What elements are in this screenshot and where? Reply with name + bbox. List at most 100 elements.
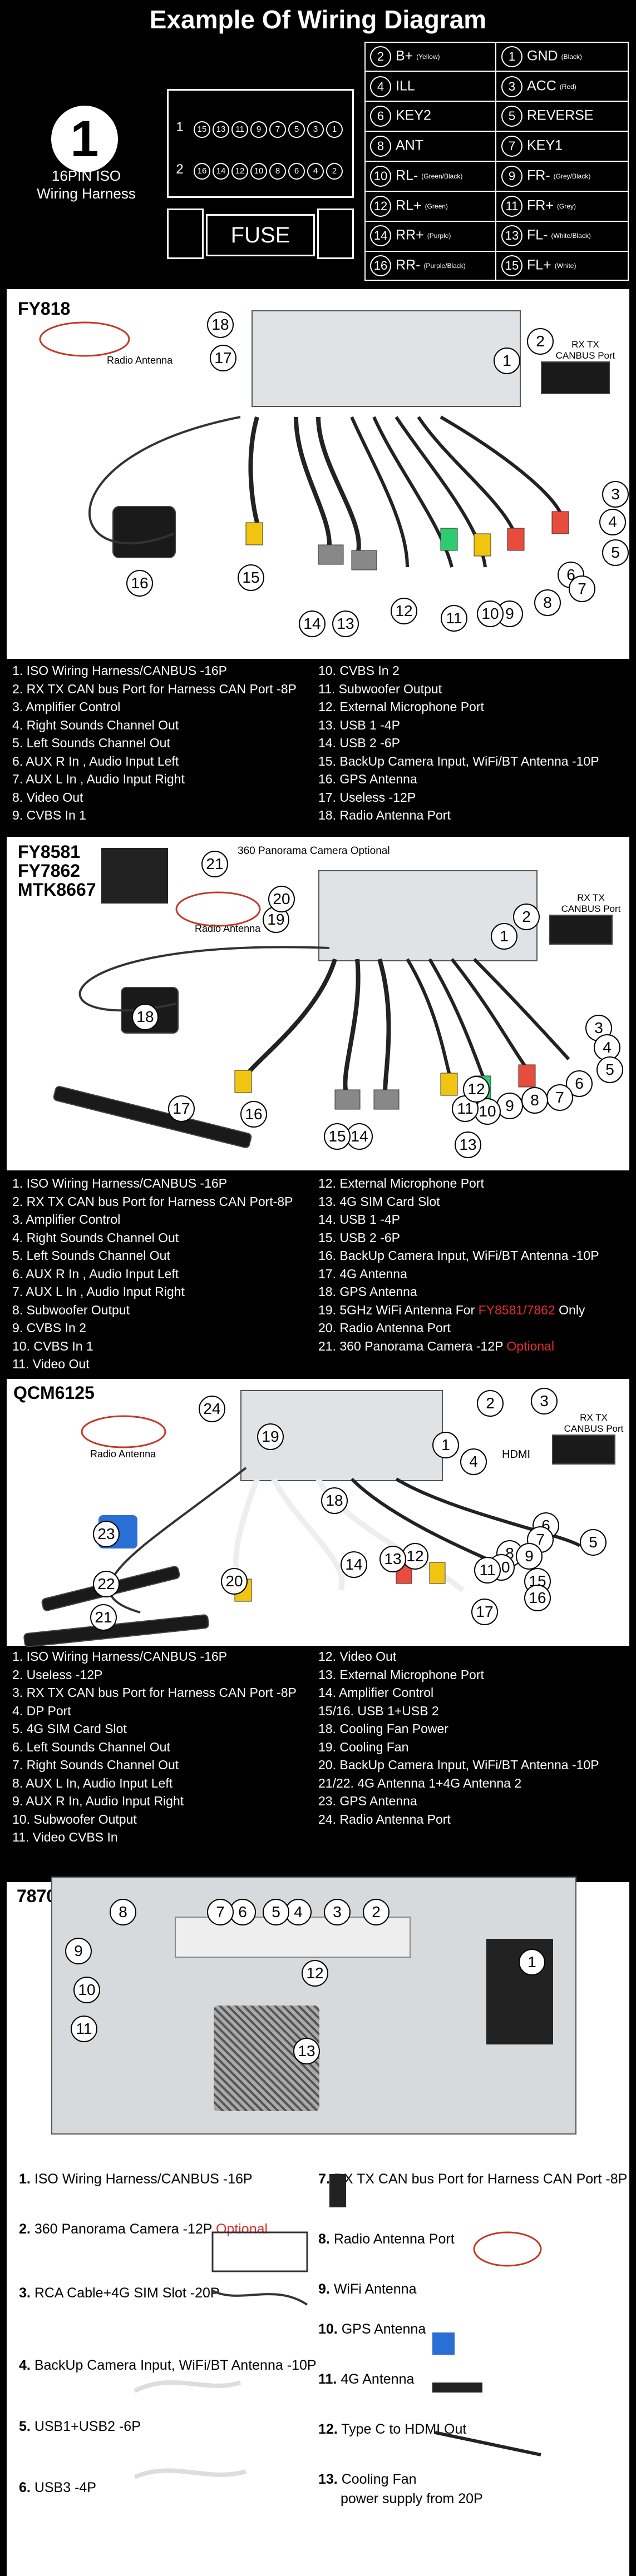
pin-wire-color: (Grey/Black): [553, 172, 591, 180]
pin-wire-color: (Black): [561, 53, 582, 61]
row1-label: 1: [176, 120, 184, 135]
s7870-item-num: 12.: [318, 2421, 338, 2437]
callout-12: 12: [463, 1076, 490, 1103]
callout-4: 4: [285, 1899, 312, 1925]
pin-number: 15: [501, 255, 522, 276]
iso-subtitle-line2: Wiring Harness: [37, 185, 136, 202]
pin-wire-color: (Grey): [556, 202, 576, 210]
s7870-item-label: USB3 -4P: [34, 2480, 96, 2495]
callout-24: 24: [199, 1396, 225, 1422]
callout-12: 12: [302, 1960, 328, 1987]
pin-name: FL-: [527, 227, 548, 243]
pin-number: 4: [370, 76, 391, 97]
pin-wire-color: (White): [554, 261, 576, 270]
s7870-item-label: ISO Wiring Harness/CANBUS -16P: [34, 2171, 253, 2187]
pin-number: 11: [501, 195, 522, 217]
pin-name: ANT: [396, 137, 423, 153]
callout-17: 17: [210, 345, 236, 371]
legend-item: 12. External Microphone Port: [318, 699, 484, 714]
s7870-item-num: 3.: [19, 2285, 31, 2301]
fuse-label: FUSE: [206, 214, 315, 256]
iso-pin: 4: [307, 163, 324, 180]
iso-pin: 14: [213, 163, 229, 180]
header-section: Example Of Wiring Diagram 1 16PIN ISO Wi…: [0, 0, 636, 286]
callout-11: 11: [71, 2016, 97, 2042]
s7870-item-label: 4G Antenna: [341, 2371, 415, 2387]
legend-item: 17. Useless -12P: [318, 790, 416, 805]
pin-number: 5: [501, 106, 522, 127]
legend-item: 21/22. 4G Antenna 1+4G Antenna 2: [318, 1775, 522, 1790]
fy8581-title: FY8581 FY7862 MTK8667: [18, 842, 96, 899]
callout-12: 12: [391, 598, 417, 624]
pin-number: 7: [501, 136, 522, 157]
legend-item: 10. Subwoofer Output: [12, 1811, 137, 1826]
s7870-item-num: 2.: [19, 2221, 31, 2237]
pin-number: 8: [370, 136, 391, 157]
callout-7: 7: [207, 1899, 234, 1925]
legend-item: 4. DP Port: [12, 1703, 71, 1718]
legend-item: 21. 360 Panorama Camera -12P Optional: [318, 1338, 555, 1353]
fy8581-title-line2: FY7862: [18, 861, 81, 881]
callout-5: 5: [580, 1529, 607, 1556]
legend-item: 3. Amplifier Control: [12, 1212, 121, 1227]
s7870-title: 7870: [17, 1886, 57, 1906]
s7870-item-optional: Optional: [215, 2221, 268, 2237]
callout-3: 3: [531, 1388, 558, 1414]
legend-item: 7. AUX L In , Audio Input Right: [12, 772, 185, 786]
s7870-item-label: power supply from 20P: [341, 2491, 483, 2506]
pin-name: KEY1: [527, 137, 563, 153]
callout-14: 14: [341, 1551, 367, 1578]
callout-9: 9: [65, 1938, 92, 1964]
gps-antenna-puck: [112, 506, 176, 558]
callout-5: 5: [263, 1899, 289, 1925]
iso-pin: 2: [326, 163, 343, 180]
legend-item: 4. Right Sounds Channel Out: [12, 717, 179, 732]
pin-name: REVERSE: [527, 108, 594, 123]
s7870-item-num: 9.: [318, 2281, 330, 2297]
iso-pin: 16: [194, 163, 210, 180]
s7870-item-num: 13.: [318, 2471, 338, 2487]
fy8581-title-line3: MTK8667: [18, 880, 96, 900]
pin-name: ILL: [396, 78, 415, 94]
fy818-radio-antenna-label: Radio Antenna: [107, 355, 173, 366]
pinout-cell: 7 KEY1: [501, 136, 563, 169]
iso-pin: 13: [213, 121, 229, 138]
fy8581-cables: [78, 848, 570, 1110]
pin-wire-color: (Yellow): [416, 53, 440, 61]
panorama-optional: Optional: [506, 1338, 555, 1353]
callout-20: 20: [268, 886, 295, 912]
callout-16: 16: [240, 1101, 267, 1128]
pinout-cell: 5 REVERSE: [501, 106, 593, 139]
iso-pin: 15: [194, 121, 210, 138]
callout-18: 18: [321, 1487, 348, 1514]
callout-21: 21: [90, 1604, 117, 1631]
legend-item: 8. AUX L In, Audio Input Left: [12, 1775, 173, 1790]
callout-7: 7: [569, 575, 595, 602]
callout-17: 17: [471, 1599, 498, 1625]
callout-8: 8: [521, 1087, 548, 1114]
callout-1: 1: [519, 1949, 545, 1976]
pinout-cell: 8 ANT: [370, 136, 423, 169]
callout-7: 7: [546, 1084, 573, 1111]
callout-11: 11: [474, 1557, 501, 1584]
legend-item: 19. 5GHz WiFi Antenna For FY8581/7862 On…: [318, 1302, 585, 1317]
legend-item: 15. USB 2 -6P: [318, 1230, 401, 1245]
callout-2: 2: [527, 328, 554, 355]
legend-item: 1. ISO Wiring Harness/CANBUS -16P: [12, 1649, 228, 1664]
pin-name: FR-: [527, 167, 550, 183]
s7870-item-label: Radio Antenna Port: [333, 2231, 455, 2247]
legend-item: 9. CVBS In 1: [12, 808, 86, 822]
legend-item: 8. Video Out: [12, 790, 83, 805]
callout-14: 14: [299, 611, 326, 637]
pin-wire-color: (Green): [425, 202, 448, 210]
callout-2: 2: [513, 904, 540, 930]
s7870-item-label: GPS Antenna: [341, 2321, 426, 2337]
callout-13: 13: [379, 1546, 406, 1572]
callout-18: 18: [207, 311, 234, 338]
